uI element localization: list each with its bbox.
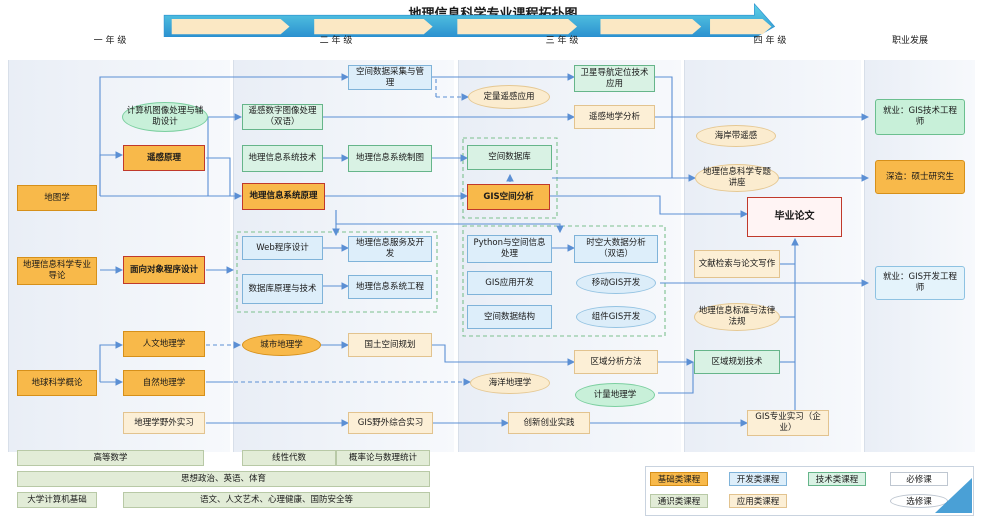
course-rs-geo-analysis: 遥感地学分析 — [574, 105, 655, 129]
course-remote-sensing-principles: 遥感原理 — [123, 145, 205, 171]
course-physical-geography: 自然地理学 — [123, 370, 205, 396]
course-computer-graphics: 计算机图像处理与辅助设计 — [122, 102, 208, 132]
course-python-spatial: Python与空间信息处理 — [467, 235, 552, 263]
course-rs-image-processing: 遥感数字图像处理（双语） — [242, 104, 323, 130]
course-quantitative-geography: 计量地理学 — [575, 383, 655, 407]
course-gis-spatial-analysis: GIS空间分析 — [467, 184, 550, 210]
course-spatial-database: 空间数据库 — [467, 145, 552, 170]
course-marine-geography: 海洋地理学 — [470, 372, 550, 394]
course-earth-science: 地球科学概论 — [17, 370, 97, 396]
course-spatial-data-structure: 空间数据结构 — [467, 305, 552, 329]
course-graduation-thesis: 毕业论文 — [747, 197, 842, 237]
course-innovation-practice: 创新创业实践 — [508, 412, 590, 434]
year1-label: 一 年 级 — [93, 36, 127, 47]
course-coastal-rs: 海岸带遥感 — [696, 125, 776, 147]
year-banner — [163, 2, 776, 38]
year3-chevron — [457, 19, 578, 35]
course-satellite-navigation: 卫星导航定位技术应用 — [574, 65, 655, 92]
course-territorial-planning: 国土空间规划 — [348, 333, 432, 357]
legend-app: 应用类课程 — [729, 494, 787, 508]
career-graduate-study: 深造：硕士研究生 — [875, 160, 965, 194]
course-web-programming: Web程序设计 — [242, 236, 323, 260]
year1-chevron — [171, 19, 290, 35]
year2-label: 二 年 级 — [319, 36, 353, 47]
course-gis-app-dev: GIS应用开发 — [467, 271, 552, 295]
legend-tech: 技术类课程 — [808, 472, 866, 486]
year3-label: 三 年 级 — [545, 36, 579, 47]
legend-dev: 开发类课程 — [729, 472, 787, 486]
course-regional-planning-tech: 区域规划技术 — [694, 350, 780, 374]
course-mobile-gis-dev: 移动GIS开发 — [576, 272, 656, 294]
course-cartography: 地图学 — [17, 185, 97, 211]
course-database-principles: 数据库原理与技术 — [242, 274, 323, 304]
course-politics-english-pe: 思想政治、英语、体育 — [17, 471, 430, 487]
course-probability-statistics: 概率论与数理统计 — [336, 450, 430, 466]
legend-required: 必修课 — [890, 472, 948, 486]
course-gis-intro: 地理信息科学专业导论 — [17, 257, 97, 285]
course-humanities: 语文、人文艺术、心理健康、国防安全等 — [123, 492, 430, 508]
course-geo-field-practice: 地理学野外实习 — [123, 412, 205, 434]
career-gis-technical-engineer: 就业：GIS技术工程师 — [875, 99, 965, 135]
year4-label: 四 年 级 — [753, 36, 787, 47]
course-advanced-math: 高等数学 — [17, 450, 204, 466]
course-linear-algebra: 线性代数 — [242, 450, 336, 466]
course-urban-geography: 城市地理学 — [242, 334, 321, 356]
course-oop: 面向对象程序设计 — [123, 256, 205, 284]
course-literature-writing: 文献检索与论文写作 — [694, 250, 780, 278]
course-human-geography: 人文地理学 — [123, 331, 205, 357]
course-spatial-data-collection: 空间数据采集与管理 — [348, 65, 432, 90]
course-component-gis-dev: 组件GIS开发 — [576, 306, 656, 328]
course-computer-basics: 大学计算机基础 — [17, 492, 97, 508]
course-gis-field-practice: GIS野外综合实习 — [348, 412, 433, 434]
course-gis-technology: 地理信息系统技术 — [242, 145, 323, 172]
course-gis-services-dev: 地理信息服务及开发 — [348, 236, 432, 262]
legend-elective: 选修课 — [890, 494, 948, 508]
year4-chevron — [600, 19, 702, 35]
course-gis-lectures: 地理信息科学专题讲座 — [695, 164, 779, 192]
career-label: 职业发展 — [891, 36, 928, 47]
course-gis-internship: GIS专业实习（企业） — [747, 410, 829, 436]
course-quantitative-rs: 定量遥感应用 — [468, 85, 550, 109]
course-regional-analysis: 区域分析方法 — [574, 350, 658, 374]
career-chevron — [710, 19, 772, 35]
course-gis-standards-law: 地理信息标准与法律法规 — [694, 303, 780, 331]
course-gis-principles: 地理信息系统原理 — [242, 183, 325, 210]
legend-general: 通识类课程 — [650, 494, 708, 508]
course-gis-mapping: 地理信息系统制图 — [348, 145, 432, 172]
legend-base: 基础类课程 — [650, 472, 708, 486]
career-gis-dev-engineer: 就业：GIS开发工程师 — [875, 266, 965, 300]
year2-chevron — [314, 19, 433, 35]
course-gis-engineering: 地理信息系统工程 — [348, 275, 432, 299]
course-spatiotemporal-big-data: 时空大数据分析（双语） — [574, 235, 658, 263]
